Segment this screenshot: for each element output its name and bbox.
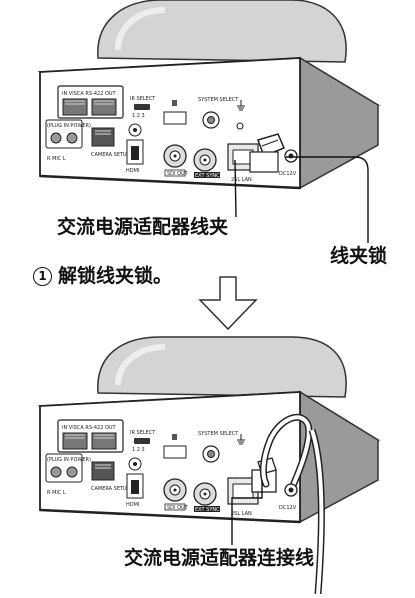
visca-label-2: IN VISCA RS-422 OUT (62, 425, 117, 431)
step-instruction: 1 解锁线夹锁。 (33, 267, 172, 286)
callout-line-cable (231, 480, 263, 545)
callout-line-lock (286, 156, 369, 243)
visca-label: IN VISCA RS-422 OUT (62, 91, 117, 97)
ir-select-numbers: 1 2 3 (132, 113, 145, 119)
plug-in-power-label: (PLUG IN POWER) (47, 123, 91, 129)
down-arrow-icon (198, 276, 258, 331)
ext-sync-label: EXT SYNC IN (195, 173, 227, 179)
step-number: 1 (33, 267, 52, 286)
lan-label: 2SL LAN (231, 177, 252, 183)
callout-line-clamp (234, 159, 237, 218)
ir-select-label: IR SELECT (130, 96, 156, 102)
hdmi-label: HDMI (126, 168, 139, 174)
sdi-out-label: SDI OUT (167, 171, 189, 177)
lan-label-2: 2SL LAN (231, 511, 252, 517)
camera-top: IN VISCA RS-422 OUT IR SELECT 1 2 3 SYST… (37, 0, 381, 243)
plug-in-power-label-2: (PLUG IN POWER) (47, 457, 91, 463)
mic-label-2: R MIC L (47, 490, 66, 496)
dc-label-2: DC12V (279, 505, 297, 511)
ext-sync-label-2: EXT SYNC IN (195, 507, 227, 513)
mic-label: R MIC L (47, 156, 66, 162)
label-ac-adapter-clamp: 交流电源适配器线夹 (57, 216, 229, 238)
system-select-label-2: SYSTEM SELECT (198, 431, 239, 437)
label-clamp-lock: 线夹锁 (330, 245, 388, 267)
hdmi-label-2: HDMI (126, 502, 139, 508)
step-text: 解锁线夹锁。 (58, 265, 173, 287)
sdi-out-label-2: SDI OUT (167, 505, 189, 511)
camera-bottom: IN VISCA RS-422 OUT IR SELECT 1 2 3 SYST… (37, 336, 381, 595)
system-select-label: SYSTEM SELECT (198, 97, 239, 103)
camera-setup-label: CAMERA SETUP (91, 152, 130, 158)
ir-select-label-2: IR SELECT (130, 430, 156, 436)
camera-setup-label-2: CAMERA SETUP (91, 486, 130, 492)
dc-label: DC12V (279, 171, 297, 177)
ir-select-numbers-2: 1 2 3 (132, 447, 145, 453)
label-ac-adapter-cable: 交流电源适配器连接线 (124, 547, 315, 569)
